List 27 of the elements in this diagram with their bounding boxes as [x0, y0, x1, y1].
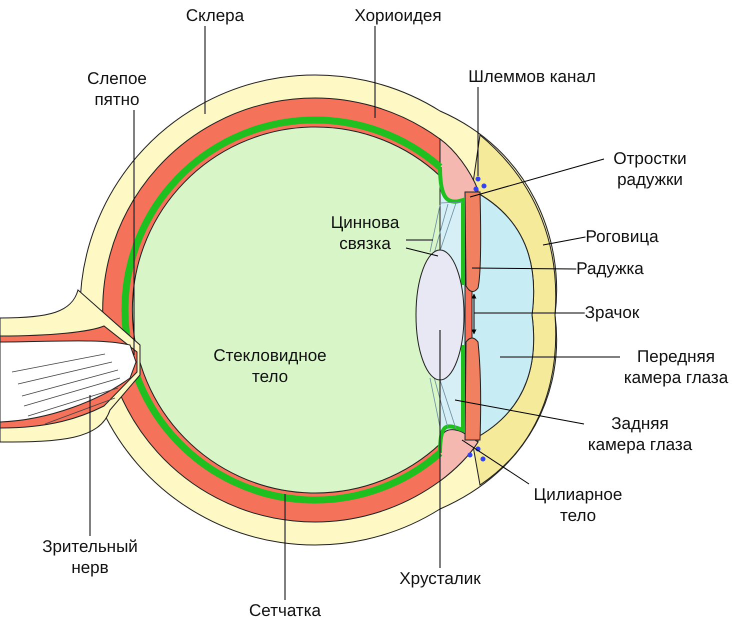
part-label: Сетчатка [249, 600, 321, 621]
part-label: Роговица [585, 226, 659, 247]
part-label: Цилиарное тело [529, 484, 627, 526]
leader-line [204, 26, 206, 114]
part-label: Передняя камера глаза [620, 346, 732, 388]
leader-line [406, 248, 438, 256]
part-label: Задняя камера глаза [584, 413, 696, 455]
leader-line [472, 268, 577, 270]
leader-line [542, 236, 586, 246]
part-label: Зрачок [584, 302, 640, 323]
part-label: Циннова связка [324, 212, 406, 254]
part-label: Хрусталик [399, 568, 481, 589]
leader-line [374, 26, 376, 118]
leader-line [474, 312, 586, 314]
leader-line [470, 158, 604, 198]
part-label: Радужка [576, 258, 644, 279]
part-label: Слепое пятно [81, 68, 153, 110]
part-label: Отростки радужки [604, 148, 696, 190]
leader-line [500, 356, 620, 358]
leader-line [454, 400, 584, 424]
part-label: Зрительный нерв [36, 536, 144, 578]
region-label: Стекловидное тело [212, 345, 328, 387]
part-label: Склера [186, 5, 244, 26]
part-label: Шлеммов канал [468, 66, 596, 87]
leader-line [284, 494, 286, 600]
part-label: Хориоидея [354, 5, 442, 26]
leader-line [462, 440, 530, 484]
